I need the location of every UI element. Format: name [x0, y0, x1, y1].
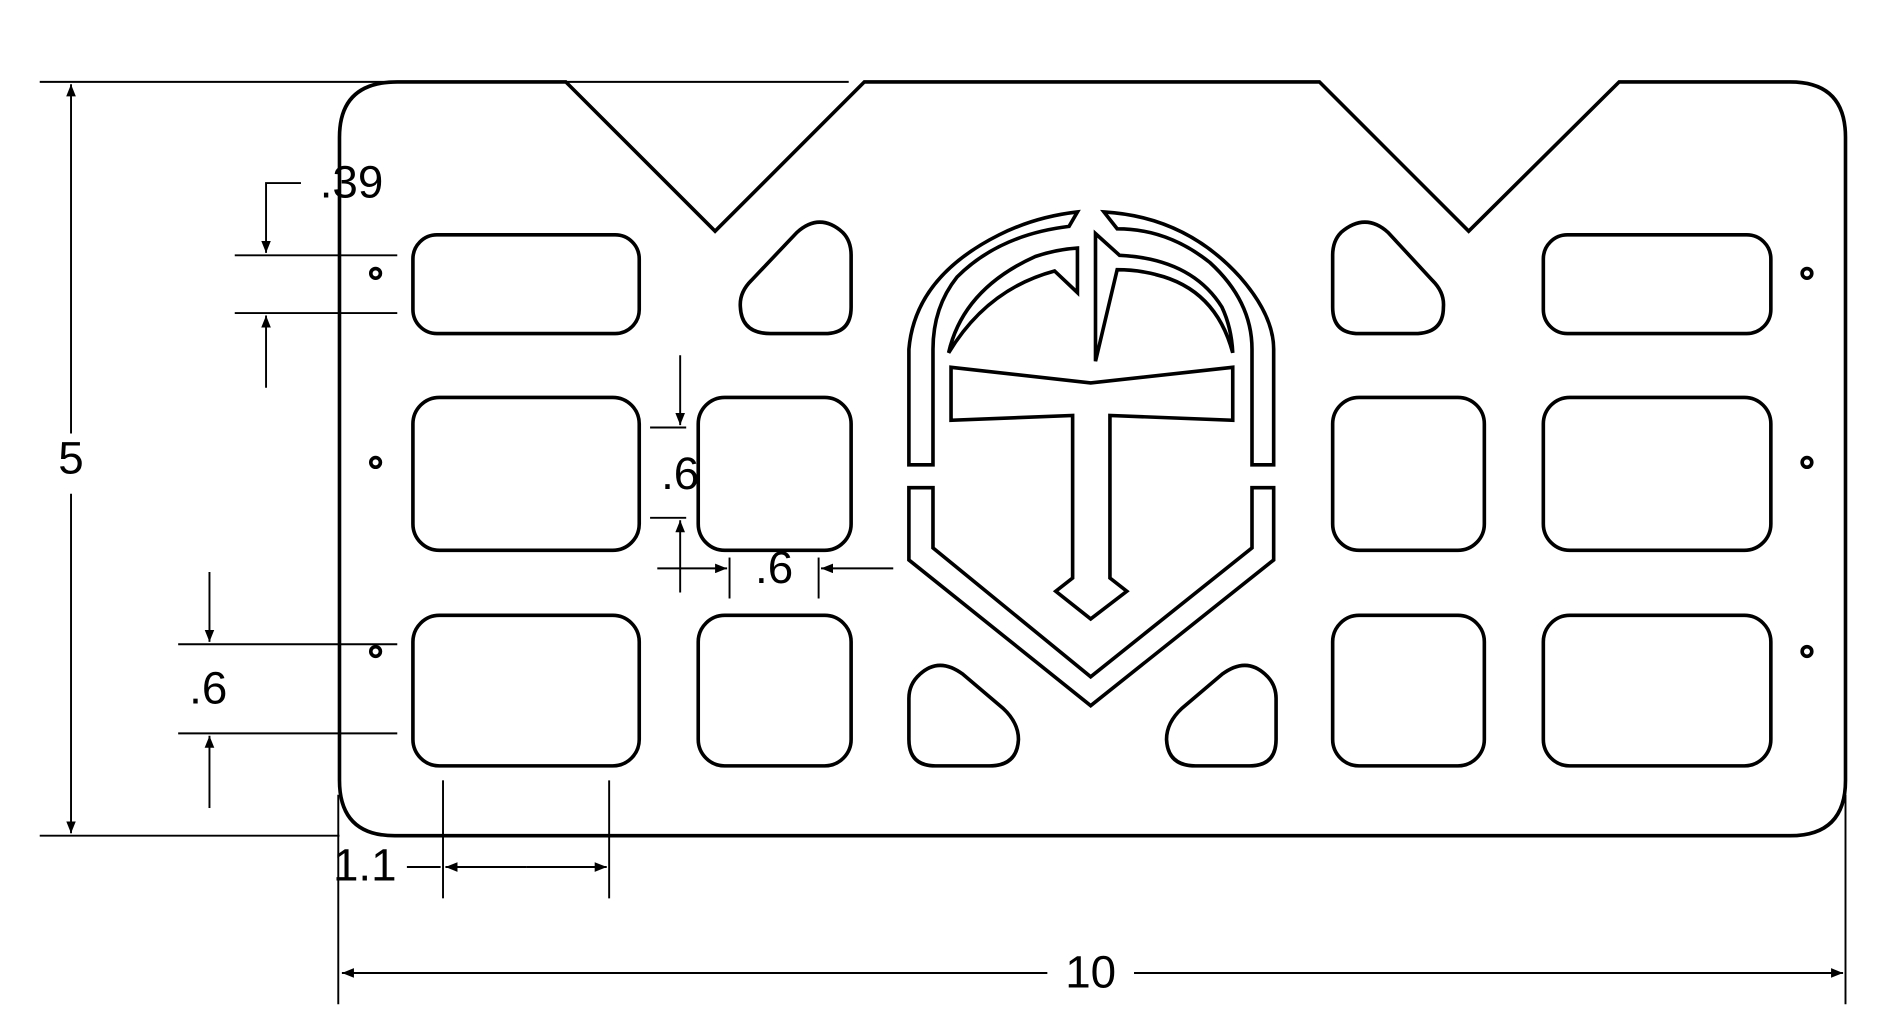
dimension-slot-height-bottom: .6 — [178, 571, 398, 809]
dimension-label: .6 — [661, 448, 699, 499]
dimension-web-vertical: .6 — [650, 355, 699, 593]
slot — [696, 395, 853, 553]
teardrop — [738, 220, 853, 336]
dimension-slot-height-top: .39 — [234, 157, 398, 388]
teardrop — [1330, 220, 1446, 336]
slots — [411, 233, 1773, 768]
dimension-label: .6 — [755, 542, 793, 593]
slot — [411, 395, 642, 553]
slot — [1541, 395, 1773, 553]
dimension-overall-width: 10 — [337, 794, 1847, 1005]
dimension-overall-height: 5 — [39, 80, 849, 837]
dimension-label: .39 — [320, 157, 384, 208]
dimension-label: 1.1 — [333, 839, 397, 890]
shield-logo-icon — [907, 209, 1276, 708]
slot — [411, 233, 642, 336]
mounting-holes — [368, 266, 1814, 659]
plate-outline — [337, 80, 1848, 838]
teardrop-cutouts — [738, 220, 1446, 768]
teardrop — [907, 663, 1021, 768]
slot — [1330, 395, 1487, 553]
dimension-label: .6 — [189, 662, 227, 713]
dimension-label: 5 — [58, 432, 83, 483]
slot — [696, 613, 853, 768]
slot — [1330, 613, 1487, 768]
dimension-label: 10 — [1065, 946, 1116, 997]
slot — [1541, 613, 1773, 768]
dimension-slot-width: 1.1 — [333, 780, 611, 899]
teardrop — [1164, 663, 1278, 768]
dimension-web-horizontal: .6 — [657, 542, 894, 599]
slot — [1541, 233, 1773, 336]
slot — [411, 613, 642, 768]
